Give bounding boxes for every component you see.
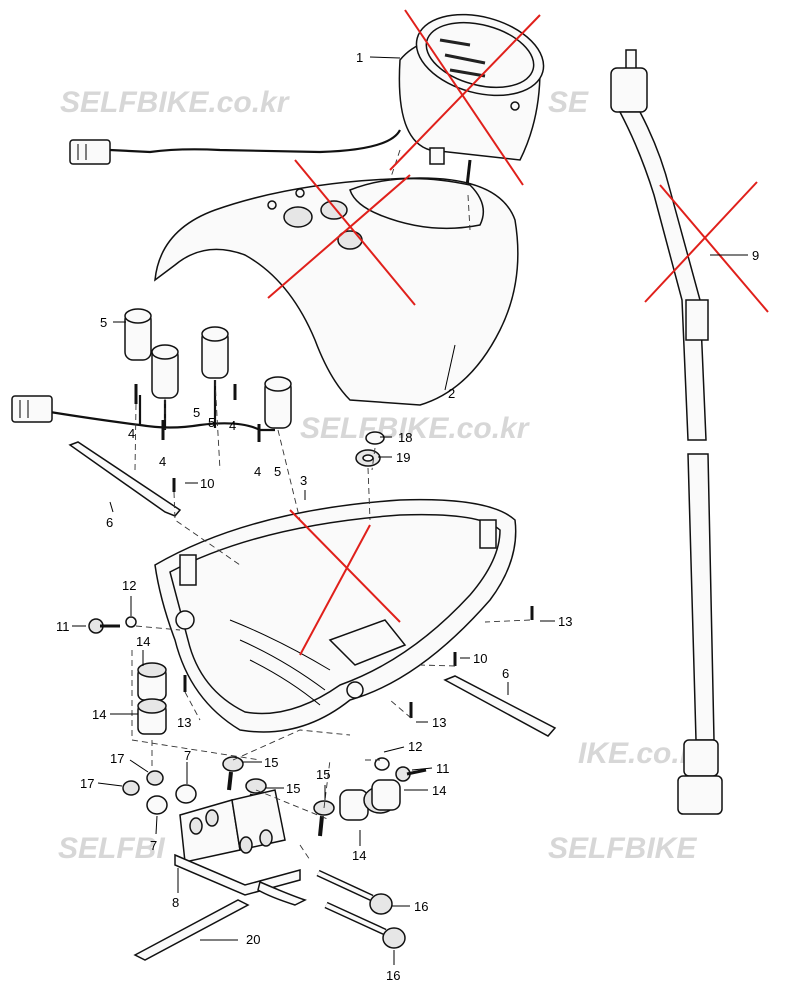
- cross-mark: [267, 159, 416, 306]
- cross-mark: [389, 9, 541, 186]
- bolt-part: [222, 756, 244, 791]
- callout-9: 9: [752, 248, 759, 263]
- callout-15: 15: [264, 755, 278, 770]
- stay-part: [443, 675, 557, 737]
- callout-5: 5: [193, 405, 200, 420]
- watermark: SE: [548, 86, 589, 119]
- callout-7: 7: [150, 838, 157, 853]
- callout-13: 13: [558, 614, 572, 629]
- callout-5: 5: [100, 315, 107, 330]
- indicator-connector: [11, 395, 53, 423]
- cross-mark: [644, 181, 769, 313]
- callout-11: 11: [56, 619, 70, 634]
- callout-11: 11: [436, 761, 450, 776]
- long-bolt-part: [324, 901, 406, 949]
- nut-part: [122, 780, 140, 796]
- speedometer-connector: [69, 139, 111, 165]
- callout-4: 4: [128, 426, 135, 441]
- callout-14: 14: [136, 634, 150, 649]
- washer-part: [146, 795, 168, 815]
- washer-part: [365, 431, 385, 445]
- long-bolt-part: [316, 869, 393, 915]
- callout-16: 16: [386, 968, 400, 983]
- watermark: SELFBI: [58, 832, 165, 865]
- headlight-housing-part: [154, 498, 517, 733]
- washer-part: [125, 616, 137, 628]
- callout-10: 10: [473, 651, 487, 666]
- callout-20: 20: [246, 932, 260, 947]
- callout-5: 5: [274, 464, 281, 479]
- speedometer-cable-part: [610, 49, 723, 815]
- callout-4: 4: [159, 454, 166, 469]
- stay-part: [133, 899, 250, 961]
- callout-14: 14: [432, 783, 446, 798]
- callout-6: 6: [106, 515, 113, 530]
- bushing-part: [339, 779, 401, 821]
- callout-12: 12: [408, 739, 422, 754]
- callout-18: 18: [398, 430, 412, 445]
- callout-15: 15: [286, 781, 300, 796]
- callout-17: 17: [110, 751, 124, 766]
- washer-part: [374, 757, 390, 771]
- washer-part: [175, 784, 197, 804]
- callout-19: 19: [396, 450, 410, 465]
- callout-3: 3: [300, 473, 307, 488]
- bushing-part: [137, 698, 167, 735]
- assembly-lines: [131, 149, 531, 861]
- callout-6: 6: [502, 666, 509, 681]
- nut-part: [355, 449, 381, 467]
- callout-13: 13: [177, 715, 191, 730]
- indicator-lamp-part: [124, 308, 292, 429]
- bracket-part: [174, 789, 301, 896]
- stay-part: [257, 880, 307, 906]
- speedometer-wire: [109, 129, 401, 154]
- speedometer-part: [398, 13, 545, 196]
- watermark: SELFBIKE.co.kr: [60, 86, 291, 119]
- callout-4: 4: [254, 464, 261, 479]
- callout-15: 15: [316, 767, 330, 782]
- callout-12: 12: [122, 578, 136, 593]
- callout-1: 1: [356, 50, 363, 65]
- callout-17: 17: [80, 776, 94, 791]
- cross-mark: [289, 509, 401, 656]
- bushing-part: [137, 662, 167, 701]
- callout-14: 14: [92, 707, 106, 722]
- callout-2: 2: [448, 386, 455, 401]
- leader-lines: [72, 56, 748, 965]
- callout-16: 16: [414, 899, 428, 914]
- callout-5: 5: [208, 415, 215, 430]
- callout-4: 4: [229, 418, 236, 433]
- callout-14: 14: [352, 848, 366, 863]
- callout-13: 13: [432, 715, 446, 730]
- bolt-part: [88, 618, 120, 634]
- stay-part: [68, 441, 182, 517]
- callout-10: 10: [200, 476, 214, 491]
- callout-8: 8: [172, 895, 179, 910]
- callout-7: 7: [184, 748, 191, 763]
- watermark: SELFBIKE: [548, 832, 697, 865]
- nut-part: [146, 770, 164, 786]
- bolt-part: [395, 766, 427, 782]
- watermark: SELFBIKE.co.kr: [300, 412, 531, 445]
- screw-part: [134, 384, 261, 442]
